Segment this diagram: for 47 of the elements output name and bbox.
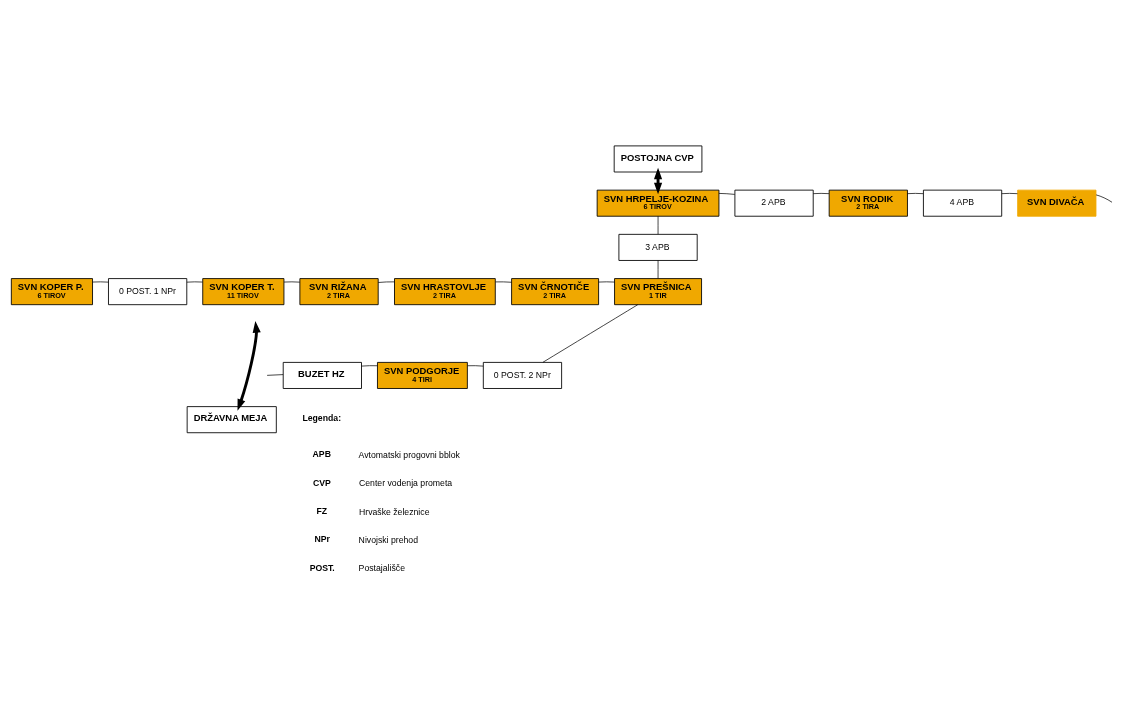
arrow bbox=[237, 320, 261, 411]
connector bbox=[718, 192, 736, 195]
connector bbox=[92, 281, 109, 282]
node-box: SVN KOPER P. 6 TIROV bbox=[10, 277, 93, 305]
label: Avtomatski progovni bblok bbox=[358, 449, 460, 460]
connector bbox=[186, 280, 203, 283]
node-box: POSTOJNA CVP bbox=[613, 144, 703, 172]
connector bbox=[377, 280, 395, 283]
connector bbox=[657, 259, 659, 279]
node-box: 0 POST. 1 NPr bbox=[108, 277, 188, 305]
connector bbox=[283, 281, 301, 282]
label: Center vodenja prometa bbox=[358, 477, 453, 488]
label: POST. bbox=[309, 562, 335, 573]
node-box: SVN ČRNOTIČE 2 TIRA bbox=[511, 277, 600, 305]
node-box: 0 POST. 2 NPr bbox=[482, 361, 563, 389]
label: APB bbox=[312, 448, 331, 459]
node-box: SVN RODIK 2 TIRA bbox=[828, 189, 908, 217]
connector bbox=[907, 192, 924, 194]
connector bbox=[361, 364, 378, 366]
connector bbox=[542, 303, 639, 363]
connector bbox=[1095, 194, 1113, 203]
connector bbox=[495, 280, 512, 283]
connector bbox=[467, 364, 484, 366]
node-box: BUZET HZ bbox=[282, 361, 362, 389]
label: NPr bbox=[314, 533, 330, 544]
node-box: SVN KOPER T. 11 TIROV bbox=[202, 277, 285, 305]
label: Postajališče bbox=[358, 562, 405, 573]
label: Legenda: bbox=[302, 412, 342, 423]
node-box: SVN DIVAČA bbox=[1017, 189, 1097, 217]
node-box: SVN PREŠNICA 1 TIR bbox=[614, 277, 702, 305]
node-box: SVN HRASTOVLJE 2 TIRA bbox=[394, 277, 496, 305]
connector bbox=[266, 373, 284, 376]
connector bbox=[598, 280, 615, 282]
node-box: 4 APB bbox=[922, 189, 1003, 217]
label: Nivojski prehod bbox=[358, 534, 419, 545]
node-box: 2 APB bbox=[734, 189, 814, 217]
connector bbox=[657, 215, 659, 235]
node-box: 3 APB bbox=[618, 233, 698, 261]
node-box: SVN RIŽANA 2 TIRA bbox=[299, 277, 379, 305]
connector bbox=[1001, 192, 1018, 194]
label: FZ bbox=[316, 505, 328, 516]
node-box: SVN PODGORJE 4 TIRI bbox=[377, 361, 468, 389]
label: Hrvaške železnice bbox=[358, 506, 430, 517]
node-box: DRŽAVNA MEJA bbox=[186, 405, 277, 433]
connector bbox=[812, 192, 830, 194]
node-box: SVN HRPELJE-KOZINA 6 TIROV bbox=[596, 189, 720, 217]
label: CVP bbox=[312, 477, 331, 488]
